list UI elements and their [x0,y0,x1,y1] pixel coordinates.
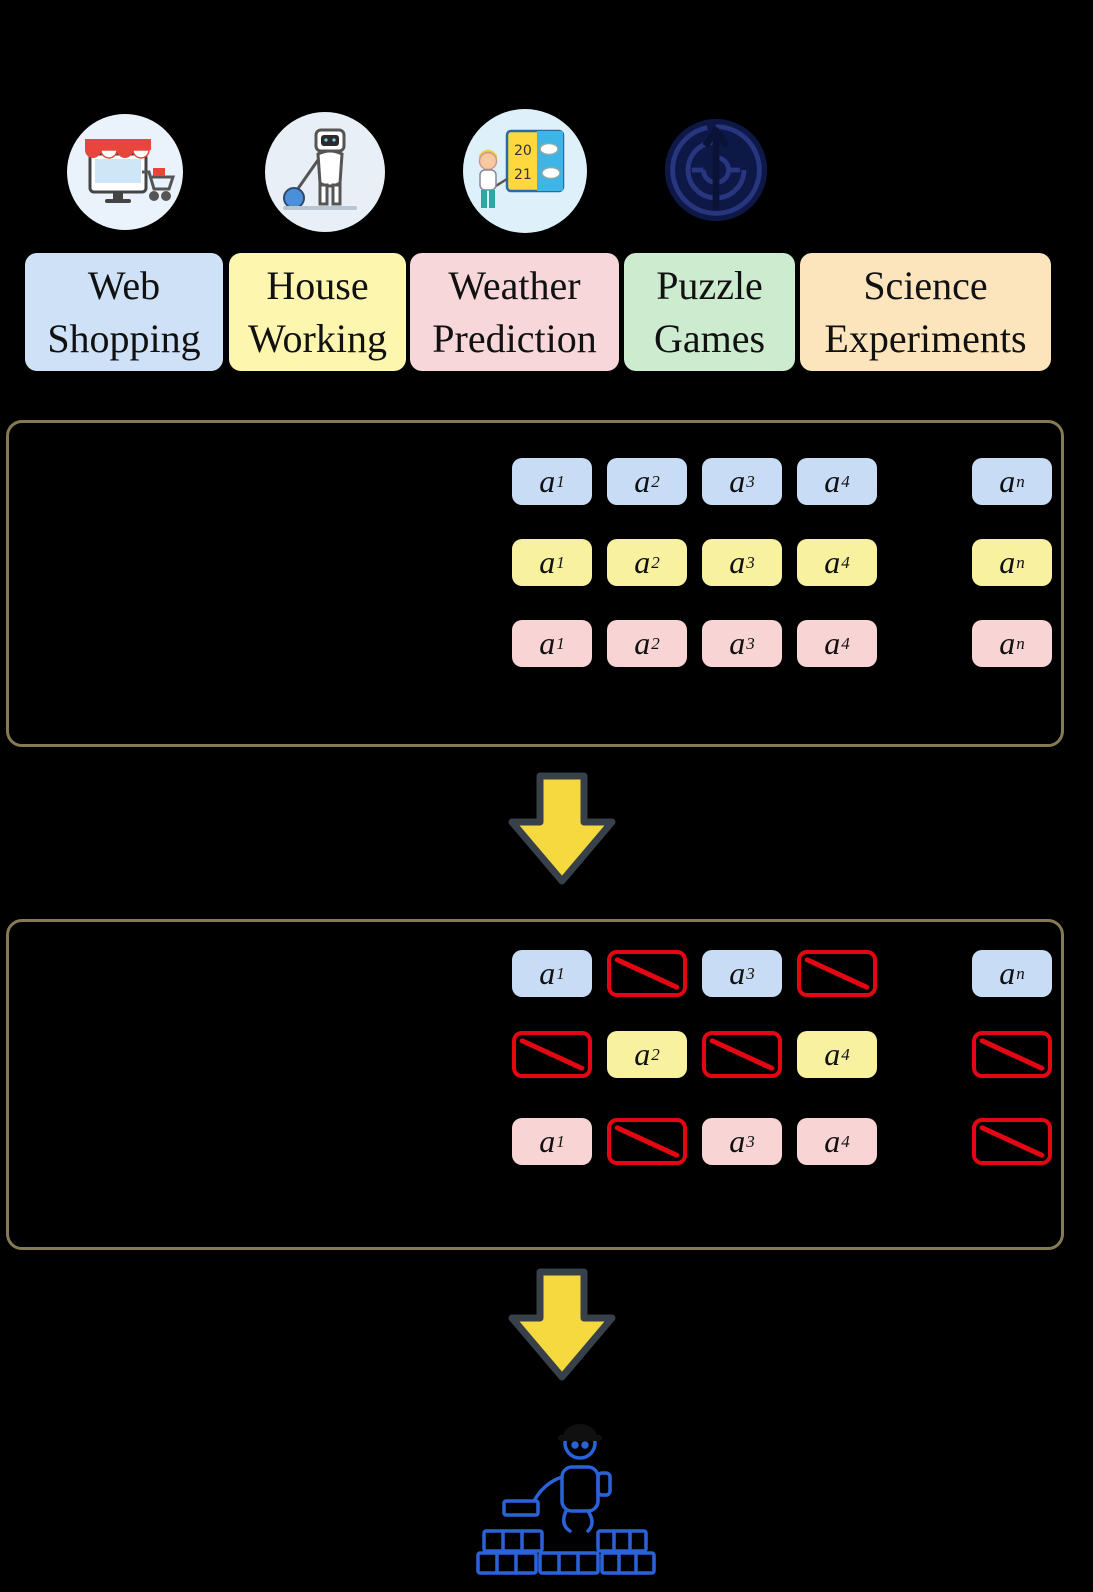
builder-robot-icon [470,1405,660,1585]
crossed-action-chip [607,950,687,997]
category-label-line: Puzzle [656,263,763,308]
category-weather-prediction: Weather Prediction [410,253,619,371]
down-arrow [503,770,621,888]
category-label-line: Weather [448,263,581,308]
weather-value-2: 21 [514,167,532,183]
category-label-line: Games [653,316,766,361]
crossed-action-chip [797,950,877,997]
category-web-shopping: Web Shopping [25,253,223,371]
web-shopping-icon [65,112,185,232]
puzzle-games-maze-icon [663,117,769,223]
crossed-action-chip [972,1118,1052,1165]
category-puzzle-games: Puzzle Games [624,253,795,371]
crossed-action-chip [607,1118,687,1165]
house-working-icon [263,110,387,234]
category-label-line: Shopping [47,316,201,361]
crossed-action-chip [512,1031,592,1078]
crossed-action-chip [702,1031,782,1078]
category-label-line: Prediction [432,316,597,361]
category-label-line: Experiments [824,316,1027,361]
category-science-experiments: Science Experiments [800,253,1051,371]
category-label-line: Working [248,316,387,361]
crossed-action-chip [972,1031,1052,1078]
down-arrow [503,1266,621,1384]
weather-prediction-icon: 20 21 [461,107,589,235]
category-label-line: Web [87,263,161,308]
category-label-line: House [266,263,369,308]
weather-value-1: 20 [514,143,532,159]
category-label-line: Science [863,263,988,308]
category-house-working: House Working [229,253,406,371]
